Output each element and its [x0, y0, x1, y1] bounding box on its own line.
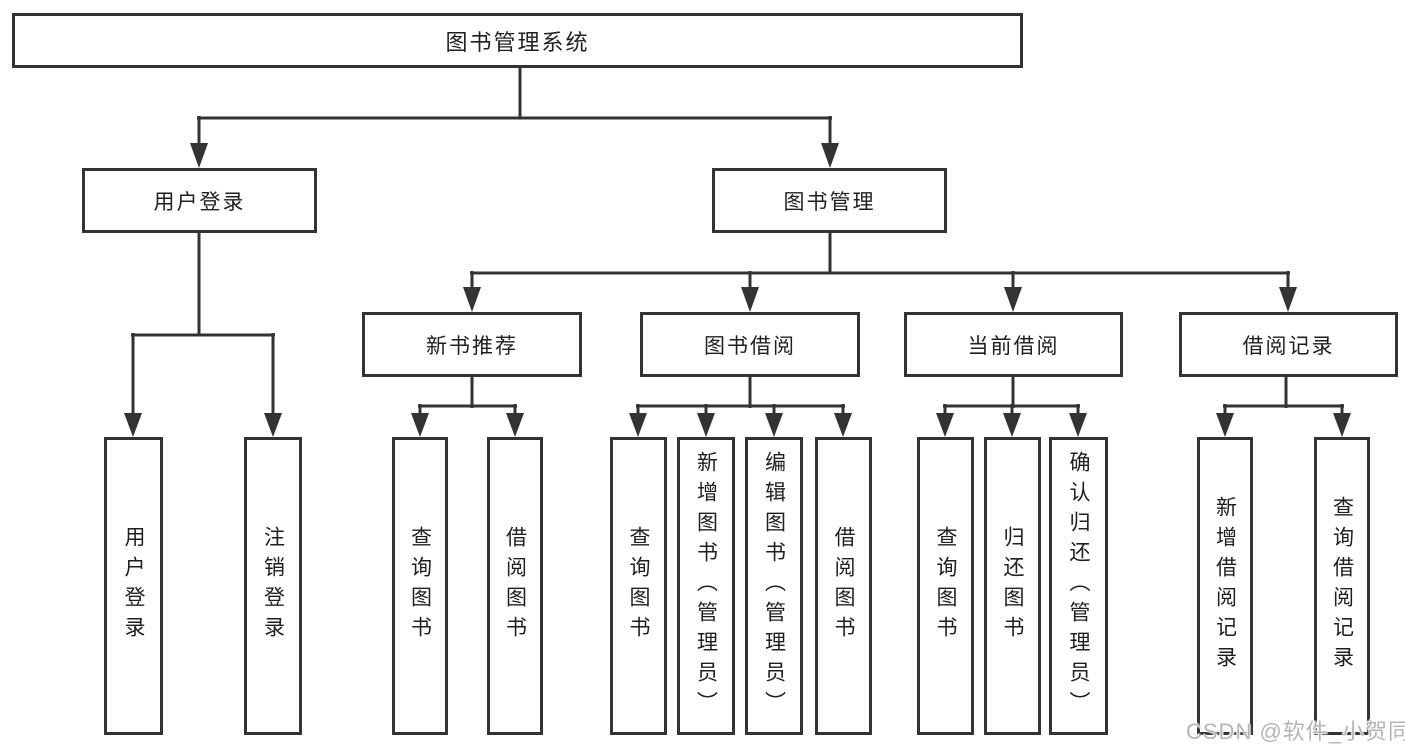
node-label: 借阅图书	[503, 526, 527, 646]
leaf-user-login: 用户登录	[104, 437, 163, 735]
node-borrow-records: 借阅记录	[1179, 312, 1398, 377]
node-label: 新增借阅记录	[1213, 496, 1237, 676]
leaf-borrow-books: 借阅图书	[815, 437, 872, 735]
leaf-edit-books-admin: 编辑图书（管理员）	[745, 437, 803, 735]
node-label: 确认归还（管理员）	[1067, 451, 1090, 721]
leaf-query-books-borrowing: 查询图书	[610, 437, 667, 735]
node-label: 注销登录	[261, 526, 285, 646]
node-book-borrowing: 图书借阅	[640, 312, 860, 377]
node-label: 编辑图书（管理员）	[762, 451, 786, 721]
node-new-book-recommend: 新书推荐	[362, 312, 582, 377]
node-label: 新增图书（管理员）	[694, 451, 718, 721]
node-label: 用户登录	[122, 526, 145, 646]
leaf-query-books-current: 查询图书	[917, 437, 974, 735]
leaf-logout: 注销登录	[244, 437, 302, 735]
node-label: 新书推荐	[426, 334, 518, 358]
node-book-management: 图书管理	[712, 168, 947, 233]
node-label: 查询图书	[934, 526, 957, 646]
node-label: 当前借阅	[967, 334, 1060, 358]
node-label: 查询图书	[408, 526, 432, 646]
leaf-borrow-books-recommend: 借阅图书	[487, 437, 543, 735]
leaf-query-books-recommend: 查询图书	[392, 437, 448, 735]
leaf-confirm-return-admin: 确认归还（管理员）	[1049, 437, 1108, 735]
node-label: 借阅图书	[832, 526, 855, 646]
leaf-query-borrow-record: 查询借阅记录	[1314, 437, 1370, 735]
node-label: 查询图书	[627, 526, 650, 646]
node-library-management-system: 图书管理系统	[12, 13, 1023, 68]
leaf-add-borrow-record: 新增借阅记录	[1197, 437, 1253, 735]
leaf-add-books-admin: 新增图书（管理员）	[677, 437, 735, 735]
csdn-watermark: CSDN @软件_小贺同学	[1186, 719, 1405, 744]
leaf-return-books: 归还图书	[984, 437, 1041, 735]
node-label: 图书管理	[783, 190, 876, 214]
node-label: 查询借阅记录	[1330, 496, 1354, 676]
node-label: 图书借阅	[704, 334, 796, 358]
node-user-login: 用户登录	[82, 168, 317, 233]
node-label: 用户登录	[153, 190, 246, 214]
node-current-borrowing: 当前借阅	[904, 312, 1123, 377]
node-label: 归还图书	[1001, 526, 1024, 646]
node-label: 借阅记录	[1242, 334, 1335, 358]
node-label: 图书管理系统	[445, 29, 590, 55]
